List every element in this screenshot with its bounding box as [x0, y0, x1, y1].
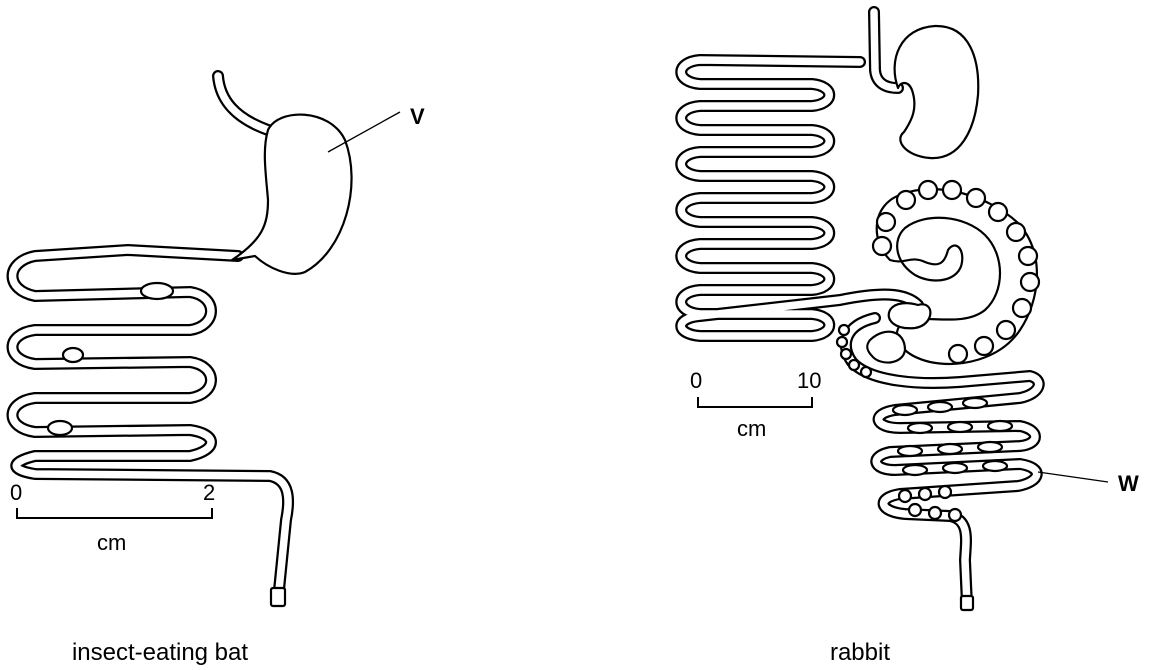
label-v: V [410, 104, 425, 129]
label-w: W [1118, 471, 1139, 496]
rabbit-digestive-system: W 0 10 cm rabbit [681, 12, 1139, 666]
bat-scale-unit: cm [97, 530, 126, 555]
label-w-line [1038, 472, 1108, 482]
bat-intestine-swelling [63, 348, 83, 362]
rabbit-caption: rabbit [830, 639, 890, 666]
rabbit-scale-start: 0 [690, 368, 702, 393]
bat-caption: insect-eating bat [72, 639, 248, 666]
bat-oesophagus [218, 76, 268, 130]
bat-intestine-swelling [48, 421, 72, 435]
rabbit-anus [961, 596, 973, 610]
bat-digestive-system: V 0 2 cm insect-eating bat [10, 76, 425, 666]
rabbit-scale-end: 10 [797, 368, 821, 393]
bat-scale-end: 2 [203, 480, 215, 505]
rabbit-scale-bar: 0 10 cm [690, 368, 821, 441]
rabbit-scale-unit: cm [737, 416, 766, 441]
bat-stomach-v [232, 115, 352, 274]
rabbit-small-intestine [681, 60, 918, 336]
rabbit-caecum [867, 181, 1039, 364]
bat-scale-bar: 0 2 cm [10, 480, 215, 555]
bat-intestine-swelling [141, 283, 173, 299]
bat-anus [271, 588, 285, 606]
rabbit-stomach [895, 26, 979, 158]
bat-intestine [13, 250, 289, 606]
bat-scale-start: 0 [10, 480, 22, 505]
